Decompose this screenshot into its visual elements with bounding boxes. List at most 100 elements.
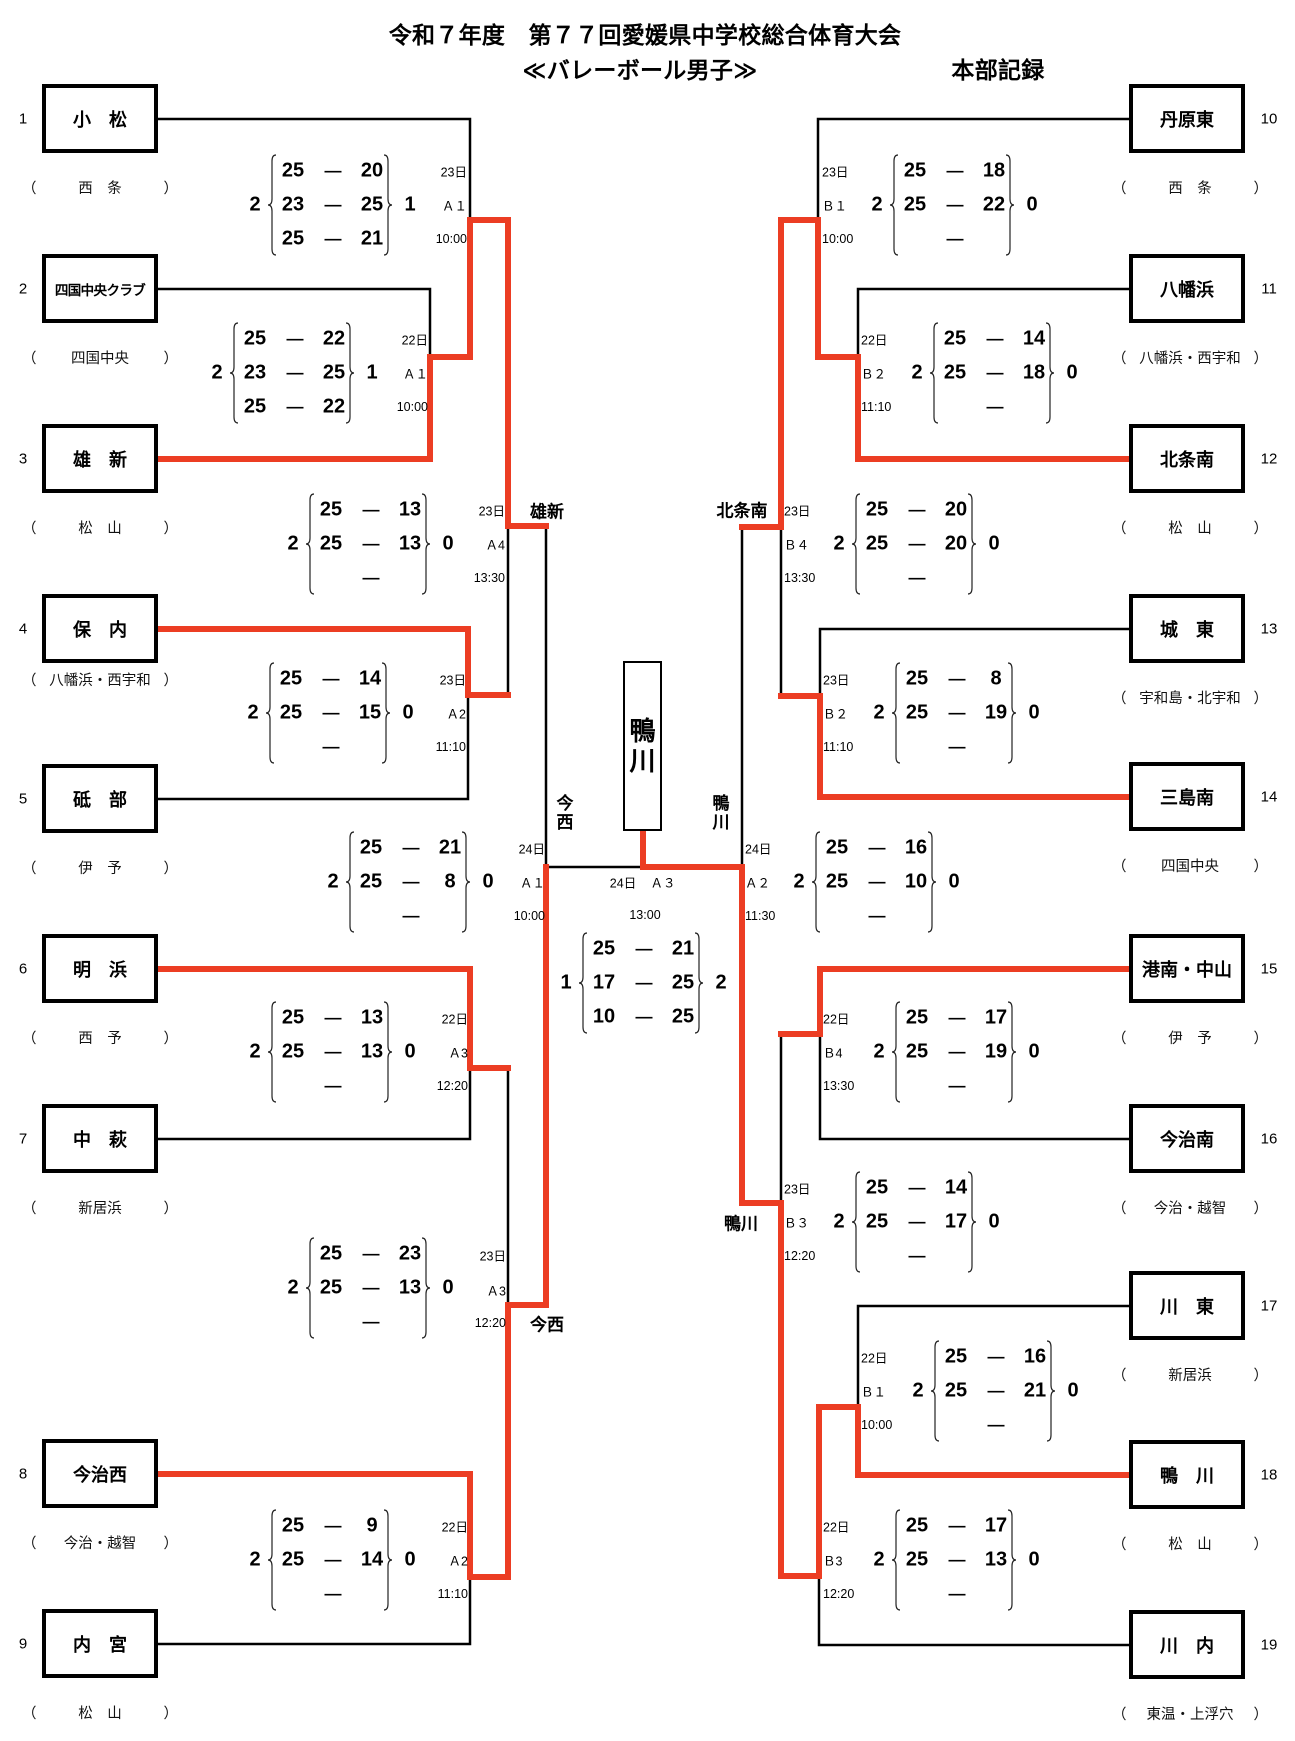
match-day: 22日 — [441, 1012, 468, 1027]
final-time: 13:00 — [629, 908, 661, 922]
set-score-left: 25 — [592, 937, 616, 960]
set-score-right: 20 — [360, 159, 384, 182]
score-brace-left — [929, 322, 939, 424]
match-day: 22日 — [401, 333, 428, 348]
set-separator: — — [986, 329, 1004, 348]
team-box: 川 内 — [1129, 1610, 1245, 1679]
score-brace-right — [1007, 1001, 1017, 1103]
set-score-left: 25 — [905, 701, 929, 724]
affiliation-name: 新居浜 — [1168, 1367, 1212, 1384]
affiliation-paren-close: ） — [1253, 1706, 1269, 1723]
set-score-left: 25 — [825, 836, 849, 859]
affiliation-name: 東温・上浮穴 — [1146, 1706, 1234, 1723]
set-score-left: 25 — [319, 1276, 343, 1299]
set-score-right: 15 — [358, 701, 382, 724]
team-affiliation: （今治・越智） — [1112, 1197, 1268, 1217]
team-name: 砥 部 — [73, 789, 127, 810]
affiliation-paren-close: ） — [163, 520, 179, 537]
bracket-line-nakahagi — [156, 1066, 472, 1141]
bracket-line-komatsu — [156, 117, 472, 222]
advancing-team-label: 鴨川 — [724, 1214, 758, 1234]
team-box: 港南・中山 — [1129, 934, 1245, 1003]
set-score-left: 25 — [905, 1514, 929, 1537]
score-brace-right — [383, 154, 393, 256]
score-brace-right — [967, 1171, 977, 1273]
set-score-left: 25 — [359, 836, 383, 859]
team-name: 港南・中山 — [1142, 959, 1232, 980]
set-separator: — — [948, 1550, 966, 1569]
score-brace-left — [578, 932, 588, 1034]
match-court: Ａ4 — [485, 538, 505, 553]
set-separator: — — [908, 1212, 926, 1231]
advancing-team-label: 今西 — [530, 1315, 564, 1335]
team-name: 小 松 — [73, 109, 127, 130]
set-score-right: 22 — [982, 193, 1006, 216]
final-day: 24日 — [609, 876, 637, 891]
set-score-right: 17 — [984, 1514, 1008, 1537]
sets-won-right: 0 — [948, 870, 960, 893]
score-brace-right — [461, 831, 471, 933]
bracket-lines-winner — [155, 217, 1132, 1580]
set-score-left: 25 — [319, 1242, 343, 1265]
match-court: Ａ2 — [448, 1554, 468, 1569]
team-name: 北条南 — [1160, 449, 1214, 470]
sets-won-left: 2 — [873, 701, 885, 724]
affiliation-name: 伊 予 — [78, 860, 122, 877]
set-score-left: 10 — [592, 1005, 616, 1028]
bracket-line-yawatahama — [856, 287, 1131, 359]
team-affiliation: （西 条） — [1112, 177, 1268, 197]
affiliation-paren-open: （ — [1112, 1536, 1127, 1553]
sets-won-left: 2 — [833, 1210, 845, 1233]
affiliation-paren-close: ） — [163, 350, 179, 367]
set-separator: — — [948, 1516, 966, 1535]
team-number: 7 — [18, 1130, 28, 1148]
score-brace-right — [1005, 154, 1015, 256]
sets-won-left: 2 — [287, 1276, 299, 1299]
set-separator: — — [987, 1381, 1005, 1400]
affiliation-paren-open: （ — [22, 860, 37, 877]
set-separator: — — [362, 1312, 380, 1331]
team-box: 鴨 川 — [1129, 1440, 1245, 1509]
set-score-right: 14 — [360, 1548, 384, 1571]
winner-path-yushin — [155, 217, 549, 529]
team-number: 13 — [1260, 620, 1278, 638]
set-score-left: 25 — [243, 327, 267, 350]
match-court: Ａ3 — [486, 1284, 506, 1299]
team-number: 9 — [18, 1635, 28, 1653]
team-number: 16 — [1260, 1130, 1278, 1148]
set-score-left: 25 — [905, 667, 929, 690]
team-number: 14 — [1260, 788, 1278, 806]
match-time: 10:00 — [822, 232, 854, 246]
score-brace-left — [811, 831, 821, 933]
match-day: 23日 — [784, 1182, 811, 1197]
match-time: 11:10 — [861, 400, 892, 414]
team-name: 雄 新 — [73, 449, 127, 470]
match-day: 23日 — [478, 504, 505, 519]
affiliation-paren-close: ） — [163, 180, 179, 197]
set-score-right: 10 — [904, 870, 928, 893]
team-affiliation: （西 予） — [22, 1027, 178, 1047]
bracket-line-uchinomiya — [156, 1575, 472, 1646]
set-separator: — — [635, 939, 653, 958]
team-number: 8 — [18, 1465, 28, 1483]
team-name: 川 内 — [1160, 1635, 1214, 1656]
team-name: 城 東 — [1160, 619, 1214, 640]
set-separator: — — [322, 703, 340, 722]
affiliation-name: 今治・越智 — [1153, 1200, 1227, 1217]
score-brace-left — [267, 154, 277, 256]
score-brace-left — [305, 493, 315, 595]
set-separator: — — [286, 329, 304, 348]
affiliation-paren-close: ） — [1253, 180, 1269, 197]
match-day: 22日 — [823, 1012, 850, 1027]
match-time: 13:30 — [473, 571, 505, 585]
set-score-right: 9 — [366, 1514, 378, 1537]
score-brace-left — [851, 1171, 861, 1273]
sets-won-left: 2 — [833, 532, 845, 555]
set-separator: — — [402, 906, 420, 925]
set-separator: — — [635, 973, 653, 992]
affiliation-paren-close: ） — [163, 1535, 179, 1552]
team-box: 北条南 — [1129, 424, 1245, 493]
score-brace-left — [930, 1340, 940, 1442]
match-day: 22日 — [823, 1520, 850, 1535]
